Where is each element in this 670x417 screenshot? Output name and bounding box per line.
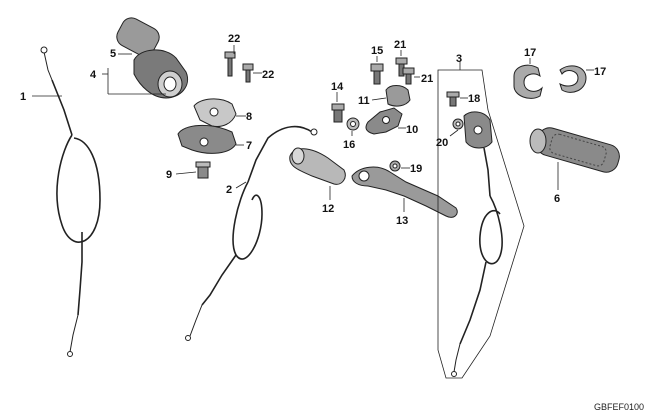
callout-15: 15 xyxy=(371,45,383,57)
callout-20: 20 xyxy=(436,137,448,149)
lever-cover-part-12[interactable] xyxy=(289,147,346,185)
callout-1: 1 xyxy=(20,91,26,103)
bolt-part-14[interactable] xyxy=(331,103,345,123)
callout-21a: 21 xyxy=(394,39,406,51)
callout-4: 4 xyxy=(90,69,97,81)
callout-10: 10 xyxy=(406,124,418,136)
callout-7: 7 xyxy=(246,140,252,152)
callout-18: 18 xyxy=(468,93,480,105)
grip-ring-part-17[interactable] xyxy=(513,64,587,99)
nut-part-19[interactable] xyxy=(389,160,401,172)
callout-5: 5 xyxy=(110,48,116,60)
throttle-grip-part-5[interactable] xyxy=(113,14,188,99)
hot-start-cable-part-3[interactable] xyxy=(437,69,525,379)
callout-8: 8 xyxy=(246,111,252,123)
screw-part-22[interactable] xyxy=(224,51,254,83)
leader-line xyxy=(235,181,247,189)
screw-part-18[interactable] xyxy=(446,91,460,107)
lever-holder-part-11[interactable] xyxy=(385,85,411,107)
callout-16: 16 xyxy=(343,139,355,151)
callout-22a: 22 xyxy=(228,33,240,45)
callout-12: 12 xyxy=(322,203,334,215)
callout-21b: 21 xyxy=(421,73,433,85)
throttle-housing-cover-part-8[interactable] xyxy=(193,98,237,127)
throttle-cable-part-1[interactable] xyxy=(40,46,101,357)
hand-grip-part-6[interactable] xyxy=(529,125,622,175)
callout-9: 9 xyxy=(166,169,172,181)
washer-part-16[interactable] xyxy=(346,117,360,131)
washer-part-20[interactable] xyxy=(452,118,464,130)
callout-17a: 17 xyxy=(524,47,536,59)
callout-13: 13 xyxy=(396,215,408,227)
clutch-lever-part-13[interactable] xyxy=(351,166,458,218)
bolt-part-15[interactable] xyxy=(370,63,384,85)
leader-line xyxy=(449,129,459,137)
callout-14: 14 xyxy=(331,81,344,93)
lever-bracket-part-10[interactable] xyxy=(365,107,403,135)
callout-22b: 22 xyxy=(262,69,274,81)
callout-6: 6 xyxy=(554,193,560,205)
callout-17b: 17 xyxy=(594,66,606,78)
leader-line xyxy=(175,171,197,175)
throttle-housing-part-7[interactable] xyxy=(177,125,237,154)
leader-line xyxy=(371,97,387,101)
diagram-code: GBFEF0100 xyxy=(594,402,644,412)
callout-2: 2 xyxy=(226,184,232,196)
callout-19: 19 xyxy=(410,163,422,175)
callout-11: 11 xyxy=(358,95,370,107)
clutch-cable-part-2[interactable] xyxy=(185,125,318,341)
screw-part-9[interactable] xyxy=(195,161,211,179)
screw-part-21[interactable] xyxy=(395,57,415,85)
callout-3: 3 xyxy=(456,53,462,65)
